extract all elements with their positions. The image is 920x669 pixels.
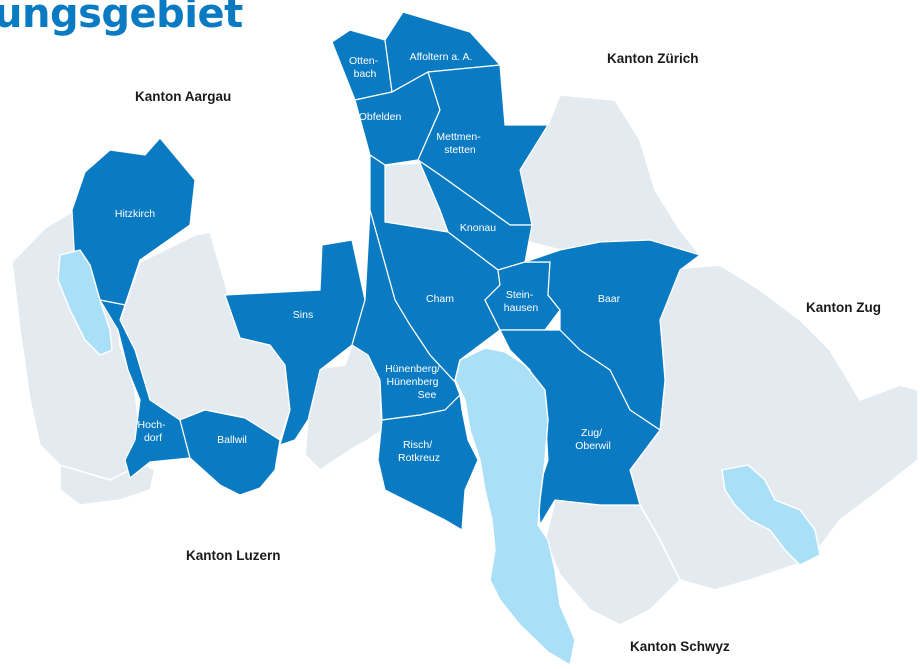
label-affoltern: Affoltern a. A. <box>410 51 473 63</box>
label-hitzkirch: Hitzkirch <box>115 208 155 220</box>
label-baar: Baar <box>598 293 621 305</box>
served-regions <box>71 11 702 532</box>
label-steinhausen: Stein- hausen <box>504 289 539 314</box>
canton-labels: Kanton Zürich Kanton Aargau Kanton Zug K… <box>135 51 881 654</box>
label-mettmenstetten: Mettmen- stetten <box>436 131 483 156</box>
label-zug: Zug/ Oberwil <box>575 427 611 452</box>
region-sins <box>224 239 366 446</box>
page-title: ungsgebiet <box>0 0 243 37</box>
label-kanton-luzern: Kanton Luzern <box>186 548 281 563</box>
label-hochdorf: Hoch- dorf <box>138 419 169 444</box>
lake-aegeri <box>721 464 821 566</box>
label-huenenberg: Hünenberg/ Hünenberg See <box>385 363 443 401</box>
label-knonau: Knonau <box>460 222 496 234</box>
region-hochdorf <box>98 299 191 480</box>
region-risch <box>377 393 479 532</box>
label-kanton-schwyz: Kanton Schwyz <box>630 639 730 654</box>
label-sins: Sins <box>293 309 313 321</box>
label-ottenbach: Otten- bach <box>349 55 381 80</box>
label-risch: Risch/ Rotkreuz <box>398 439 440 464</box>
label-obfelden: Obfelden <box>359 111 402 123</box>
label-kanton-zuerich: Kanton Zürich <box>607 51 699 66</box>
municipality-labels: Otten- bach Affoltern a. A. Obfelden Met… <box>115 51 621 464</box>
region-ballwil <box>179 409 281 496</box>
lakes <box>57 249 821 667</box>
region-huenenberg <box>351 209 461 421</box>
label-ballwil: Ballwil <box>217 434 247 446</box>
lake-baldegg <box>57 249 113 356</box>
region-sins-south <box>304 343 383 472</box>
label-cham: Cham <box>426 293 454 305</box>
surrounding-regions <box>11 94 919 626</box>
lake-zug <box>454 347 576 667</box>
label-kanton-aargau: Kanton Aargau <box>135 89 231 104</box>
label-kanton-zug: Kanton Zug <box>806 300 881 315</box>
